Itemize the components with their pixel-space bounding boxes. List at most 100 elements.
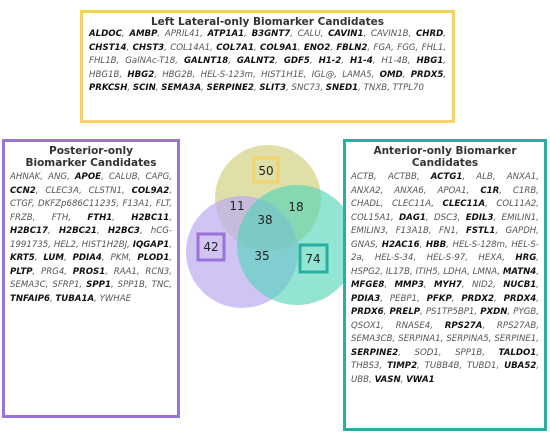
count-all-three: 38: [257, 213, 272, 227]
gene-label: CLEC11A: [392, 199, 432, 209]
posterior-only-count-box: [196, 232, 226, 262]
gene-label: IQGAP1: [132, 239, 170, 250]
posterior-gene-list: AHNAK, ANG, APOE, CALUB, CAPG, CCN2, CLE…: [10, 172, 173, 304]
gene-label: CHADL: [351, 199, 381, 209]
gene-label: ANG: [48, 172, 68, 182]
gene-label: HEL-S-123m: [200, 69, 254, 80]
gene-label: YWHAE: [99, 293, 132, 304]
left-only-count-box: [252, 156, 280, 184]
gene-label: CCN2: [10, 185, 36, 196]
gene-label: SERPINA1: [398, 334, 441, 344]
gene-label: TUBB4B: [424, 361, 460, 371]
gene-label: GDF5: [283, 56, 310, 66]
gene-label: IGL@: [311, 69, 335, 80]
gene-label: OMD: [379, 69, 403, 80]
gene-label: RPS27A: [444, 320, 483, 331]
gene-label: HEL2: [53, 239, 77, 250]
gene-label: EDIL3: [465, 212, 494, 223]
gene-label: PROS1: [72, 266, 106, 277]
gene-label: DKFZp686C11235: [37, 199, 117, 209]
gene-label: VWA1: [406, 374, 435, 385]
gene-label: ITIH5: [415, 266, 438, 277]
gene-label: SPP1B: [117, 280, 145, 290]
gene-label: GALNT18: [183, 56, 229, 66]
count-left-posterior: 11: [229, 199, 244, 213]
gene-label: COL9A1: [260, 42, 298, 53]
gene-label: PRG4: [41, 266, 65, 277]
gene-label: RPS27AB: [496, 320, 537, 331]
gene-label: PLOD1: [137, 253, 170, 263]
count-posterior-only: 42: [203, 240, 218, 254]
count-anterior-only: 74: [305, 252, 320, 266]
gene-label: TALDO1: [498, 347, 537, 358]
gene-label: hCG-1991735: [10, 226, 172, 250]
gene-label: GAPDH: [505, 226, 537, 236]
gene-label: FGG: [397, 42, 416, 53]
gene-label: PRKCSH: [89, 83, 128, 93]
gene-label: RAA1: [113, 266, 137, 277]
gene-label: C1RB: [512, 185, 537, 196]
gene-label: PEBP1: [389, 293, 418, 304]
gene-label: HEXA: [478, 253, 503, 263]
gene-label: EMILIN1: [501, 212, 537, 223]
gene-label: UBB: [351, 374, 370, 385]
gene-label: APOE: [74, 172, 102, 182]
gene-label: H1-2: [318, 56, 342, 66]
gene-label: COL14A1: [170, 42, 211, 53]
gene-label: TNFAIP6: [10, 293, 50, 304]
gene-label: PDIA3: [351, 293, 381, 304]
gene-label: FTH1: [87, 212, 113, 223]
gene-label: TNXB: [363, 83, 388, 93]
anterior-panel: Anterior-only Biomarker Candidates ACTB,…: [343, 139, 547, 431]
gene-label: FTH: [51, 212, 69, 223]
gene-label: NID2: [472, 280, 494, 290]
anterior-gene-list: ACTB, ACTBB, ACTG1, ALB, ANXA1, ANXA2, A…: [351, 172, 540, 385]
gene-label: PRDX2: [461, 293, 495, 304]
gene-label: SPP1B: [455, 347, 483, 358]
posterior-title: Posterior-only Biomarker Candidates: [25, 145, 157, 169]
gene-label: SOD1: [414, 347, 439, 358]
gene-label: SERPINE2: [351, 347, 399, 358]
gene-label: EMILIN3: [351, 226, 386, 236]
gene-label: TIMP2: [387, 361, 418, 371]
gene-label: SCIN: [132, 83, 156, 93]
gene-label: SERPINA5: [446, 334, 489, 344]
gene-label: PRDX4: [503, 293, 537, 304]
anterior-circle: [237, 185, 357, 305]
gene-label: LAMA5: [342, 69, 372, 80]
gene-label: TUBD1: [467, 361, 497, 371]
gene-label: CAPG: [145, 172, 170, 182]
gene-label: LMNA: [472, 266, 498, 277]
gene-label: PYGB: [513, 307, 537, 317]
gene-label: APRIL41: [164, 29, 201, 39]
gene-label: ENO2: [303, 42, 331, 53]
count-left-anterior: 18: [288, 200, 303, 214]
gene-label: CLEC11A: [442, 199, 486, 209]
gene-label: F13A1B: [395, 226, 429, 236]
gene-label: ACTG1: [430, 172, 463, 182]
gene-label: CLEC3A: [45, 185, 80, 196]
gene-label: MFGE8: [351, 280, 385, 290]
gene-label: FRZB: [10, 212, 33, 223]
gene-label: GNAS: [351, 239, 376, 250]
gene-label: SFRP1: [52, 280, 80, 290]
gene-label: LDHA: [443, 266, 468, 277]
gene-label: TNC: [151, 280, 170, 290]
gene-label: SPP1: [86, 280, 111, 290]
gene-label: PKM: [110, 253, 129, 263]
gene-label: H1-4B: [381, 56, 408, 66]
gene-label: AHNAK: [10, 172, 41, 182]
gene-label: PDIA4: [72, 253, 102, 263]
gene-label: H1-4: [349, 56, 373, 66]
gene-label: ATP1A1: [207, 29, 245, 39]
gene-label: SEMA3C: [10, 280, 46, 290]
gene-label: CTGF: [10, 199, 32, 209]
gene-label: MATN4: [502, 266, 537, 277]
gene-label: QSOX1: [351, 320, 382, 331]
gene-label: H2BC3: [107, 226, 140, 236]
gene-label: FHL1: [421, 42, 444, 53]
gene-label: ACTBB: [387, 172, 417, 182]
anterior-title: Anterior-only Biomarker Candidates: [373, 145, 517, 169]
gene-label: THBS3: [351, 361, 380, 371]
